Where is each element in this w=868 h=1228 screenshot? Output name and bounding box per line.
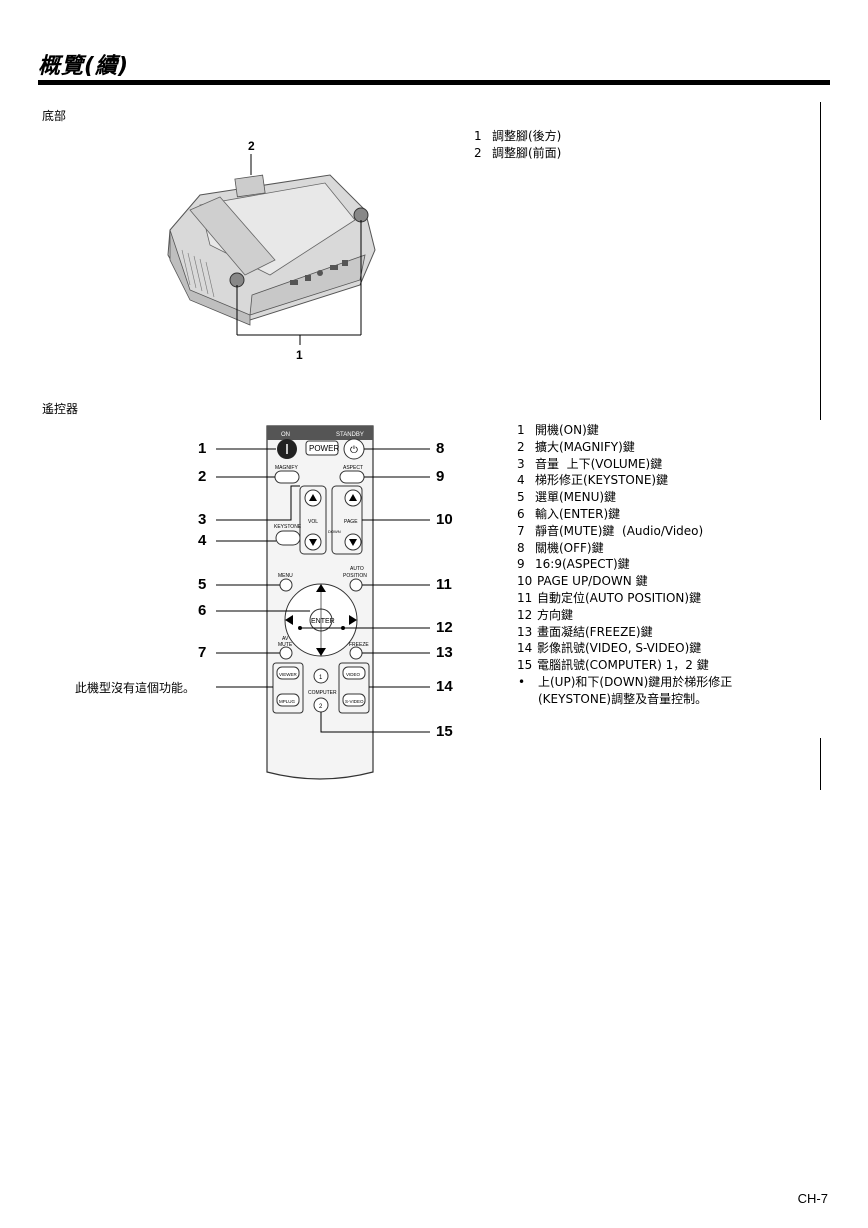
callout-7: 7: [198, 644, 207, 661]
callout-8: 8: [436, 440, 445, 457]
title-rule: [38, 80, 830, 85]
svg-text:S-VIDEO: S-VIDEO: [345, 699, 364, 704]
svg-text:MENU: MENU: [278, 573, 293, 579]
svg-text:VIDEO: VIDEO: [346, 672, 361, 677]
svg-text:COMPUTER: COMPUTER: [308, 690, 337, 696]
svg-text:ON: ON: [281, 432, 290, 438]
callout-11: 11: [436, 576, 452, 593]
svg-text:DOWN: DOWN: [328, 529, 341, 534]
svg-text:AV: AV: [282, 636, 289, 642]
side-rule: [820, 738, 821, 790]
callout-15: 15: [436, 723, 453, 740]
note-item-continued: (KEYSTONE)調整及音量控制。: [538, 691, 708, 706]
svg-text:FREEZE: FREEZE: [349, 642, 369, 648]
svg-text:2: 2: [319, 704, 323, 710]
note-item: •上(UP)和下(DOWN)鍵用於梯形修正: [518, 674, 733, 689]
svg-text:MUTE: MUTE: [278, 642, 293, 648]
remote-control-illustration: ON STANDBY POWER ⏻ MAGNIFY ASPECT VOL PA…: [190, 420, 470, 790]
svg-text:MPLUG: MPLUG: [279, 699, 296, 704]
callout-6: 6: [198, 602, 207, 619]
side-rule: [820, 102, 821, 420]
callout-2: 2: [198, 468, 207, 485]
svg-text:ENTER: ENTER: [311, 618, 335, 625]
svg-text:ASPECT: ASPECT: [343, 465, 363, 471]
svg-text:STANDBY: STANDBY: [336, 432, 364, 438]
section-label-remote: 遙控器: [42, 402, 79, 416]
callout-3: 3: [198, 511, 207, 528]
svg-text:VOL: VOL: [308, 519, 318, 525]
callout-10: 10: [436, 511, 453, 528]
callout-2: 2: [248, 139, 255, 153]
callout-12: 12: [436, 619, 453, 636]
callout-14: 14: [436, 678, 453, 695]
callout-9: 9: [436, 468, 445, 485]
projector-bottom-illustration: 2 1: [160, 135, 390, 365]
page-number: CH-7: [797, 1191, 828, 1206]
svg-text:POSITION: POSITION: [343, 573, 367, 579]
svg-text:1: 1: [319, 675, 323, 681]
side-note: 此機型沒有這個功能。: [75, 681, 196, 695]
section-label-bottom: 底部: [42, 109, 67, 123]
svg-text:PAGE: PAGE: [344, 519, 358, 525]
svg-text:AUTO: AUTO: [350, 566, 364, 572]
svg-text:⏻: ⏻: [350, 445, 358, 456]
callout-4: 4: [198, 532, 207, 549]
svg-text:MAGNIFY: MAGNIFY: [275, 465, 298, 471]
svg-text:KEYSTONE: KEYSTONE: [274, 524, 302, 530]
svg-text:VIEWER: VIEWER: [279, 672, 298, 677]
callout-1: 1: [296, 348, 303, 362]
callout-5: 5: [198, 576, 207, 593]
svg-text:POWER: POWER: [309, 444, 339, 453]
callout-13: 13: [436, 644, 453, 661]
callout-1: 1: [198, 440, 207, 457]
page-title: 概覽(續): [38, 54, 130, 79]
